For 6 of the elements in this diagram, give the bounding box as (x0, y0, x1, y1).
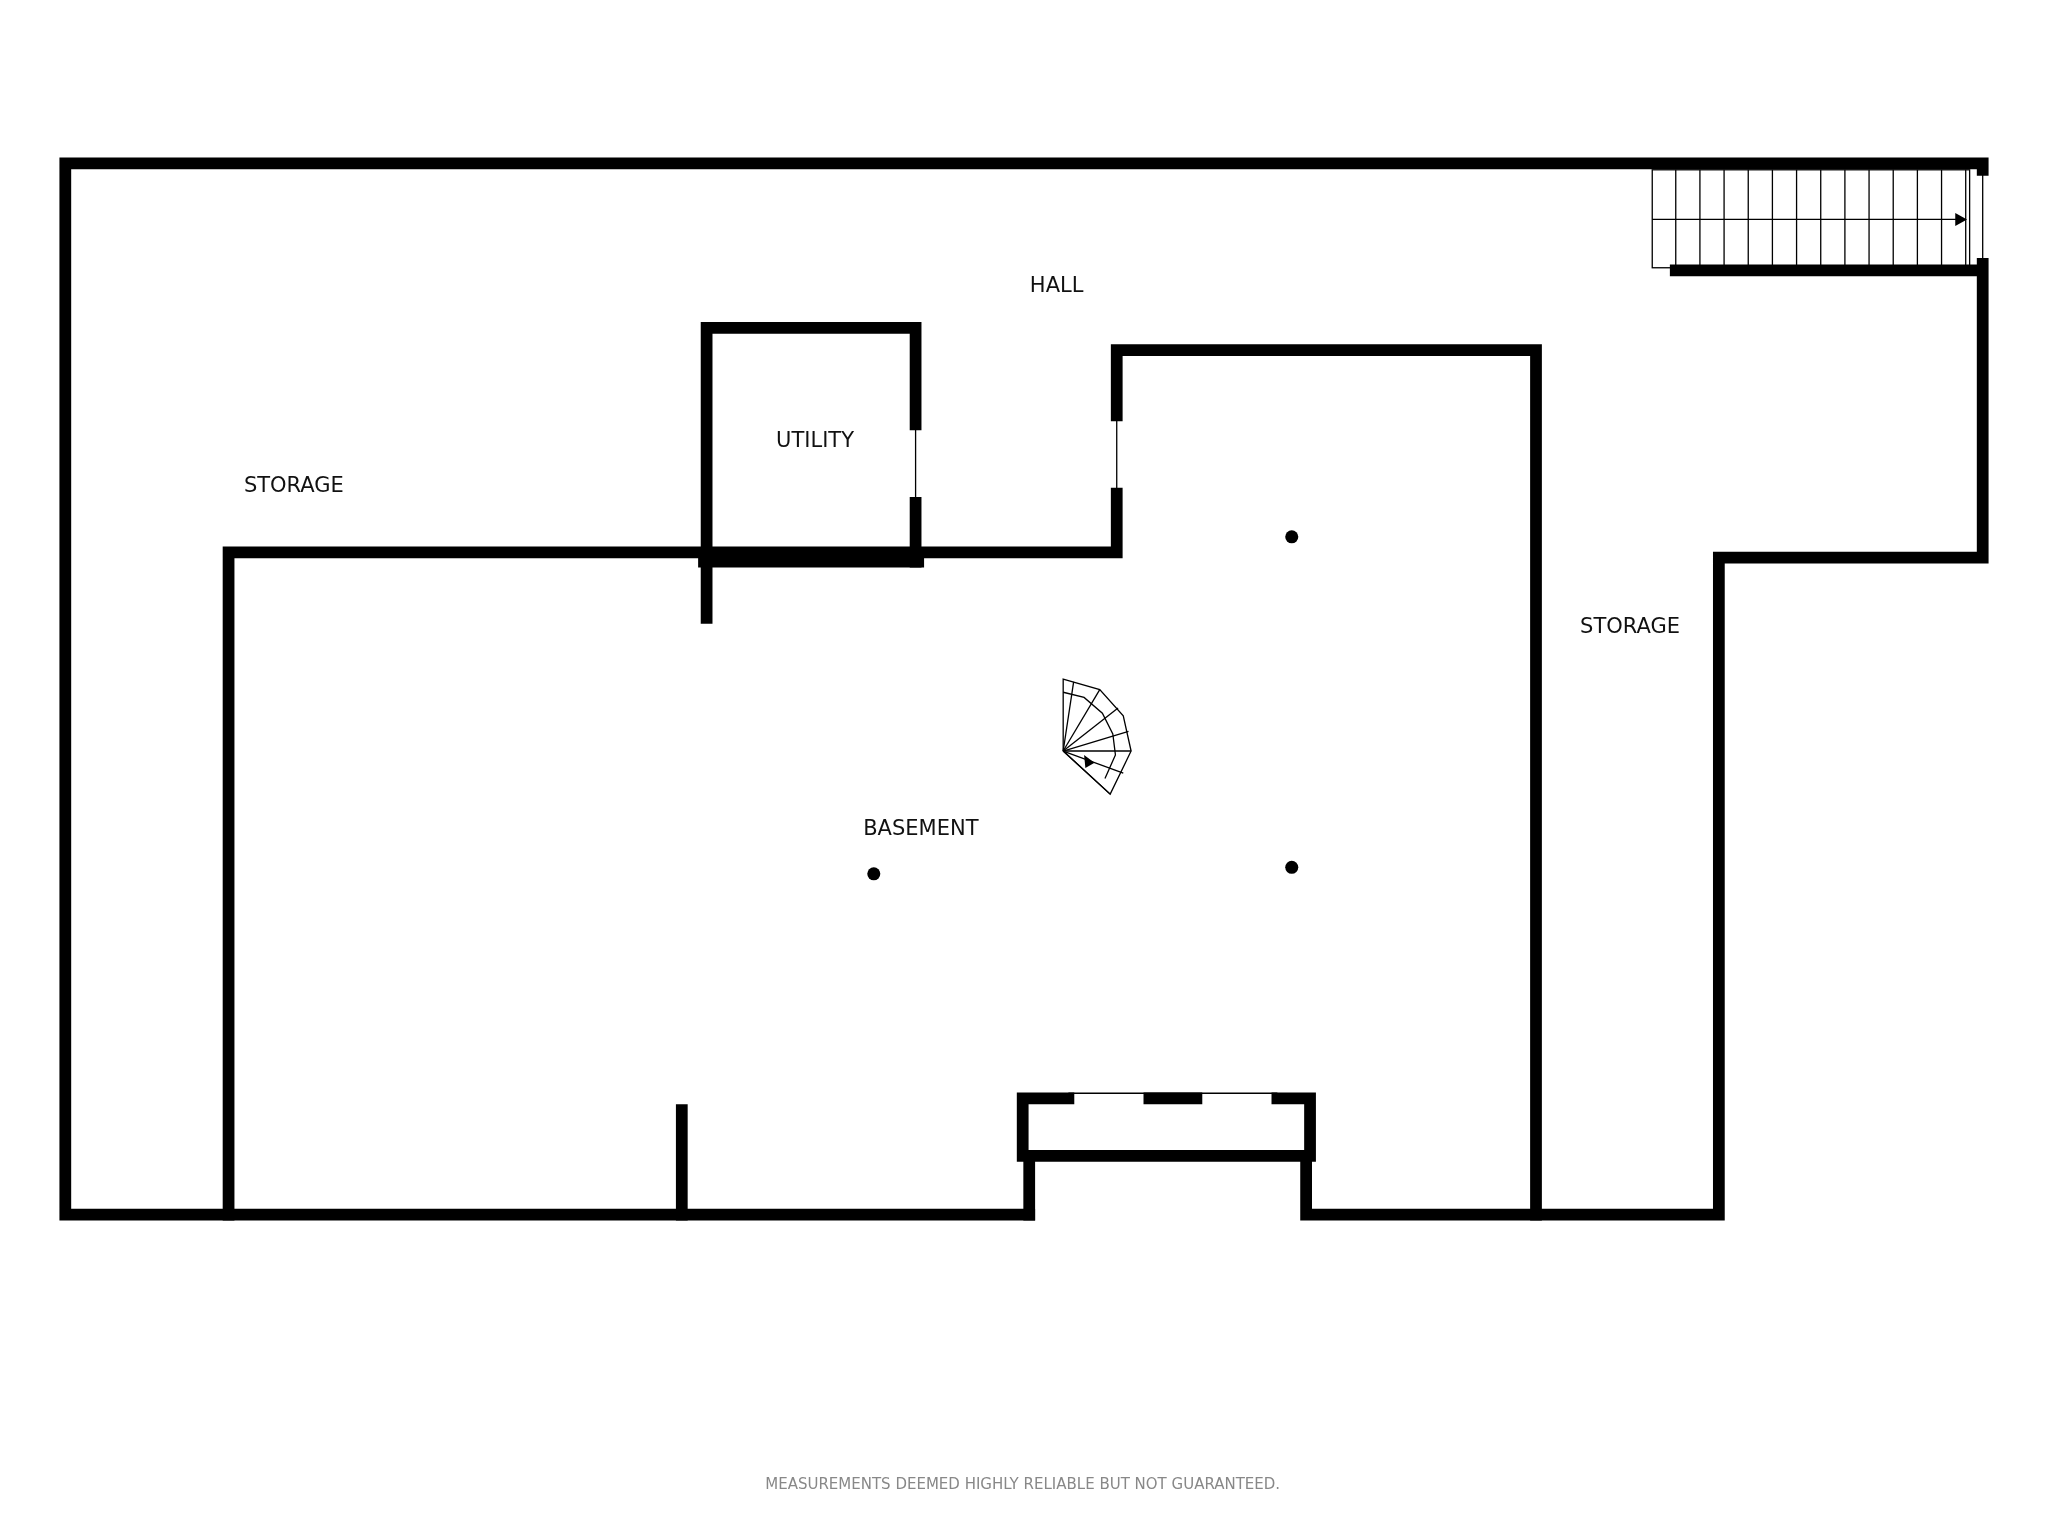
room-label: UTILITY (776, 428, 854, 453)
room-label: BASEMENT (863, 816, 979, 841)
room-label: STORAGE (1580, 613, 1680, 638)
room-label: HALL (1029, 272, 1084, 297)
footer-note: MEASUREMENTS DEEMED HIGHLY RELIABLE BUT NOT GUARANTEED. (765, 1474, 1281, 1493)
room-label: STORAGE (243, 472, 344, 497)
